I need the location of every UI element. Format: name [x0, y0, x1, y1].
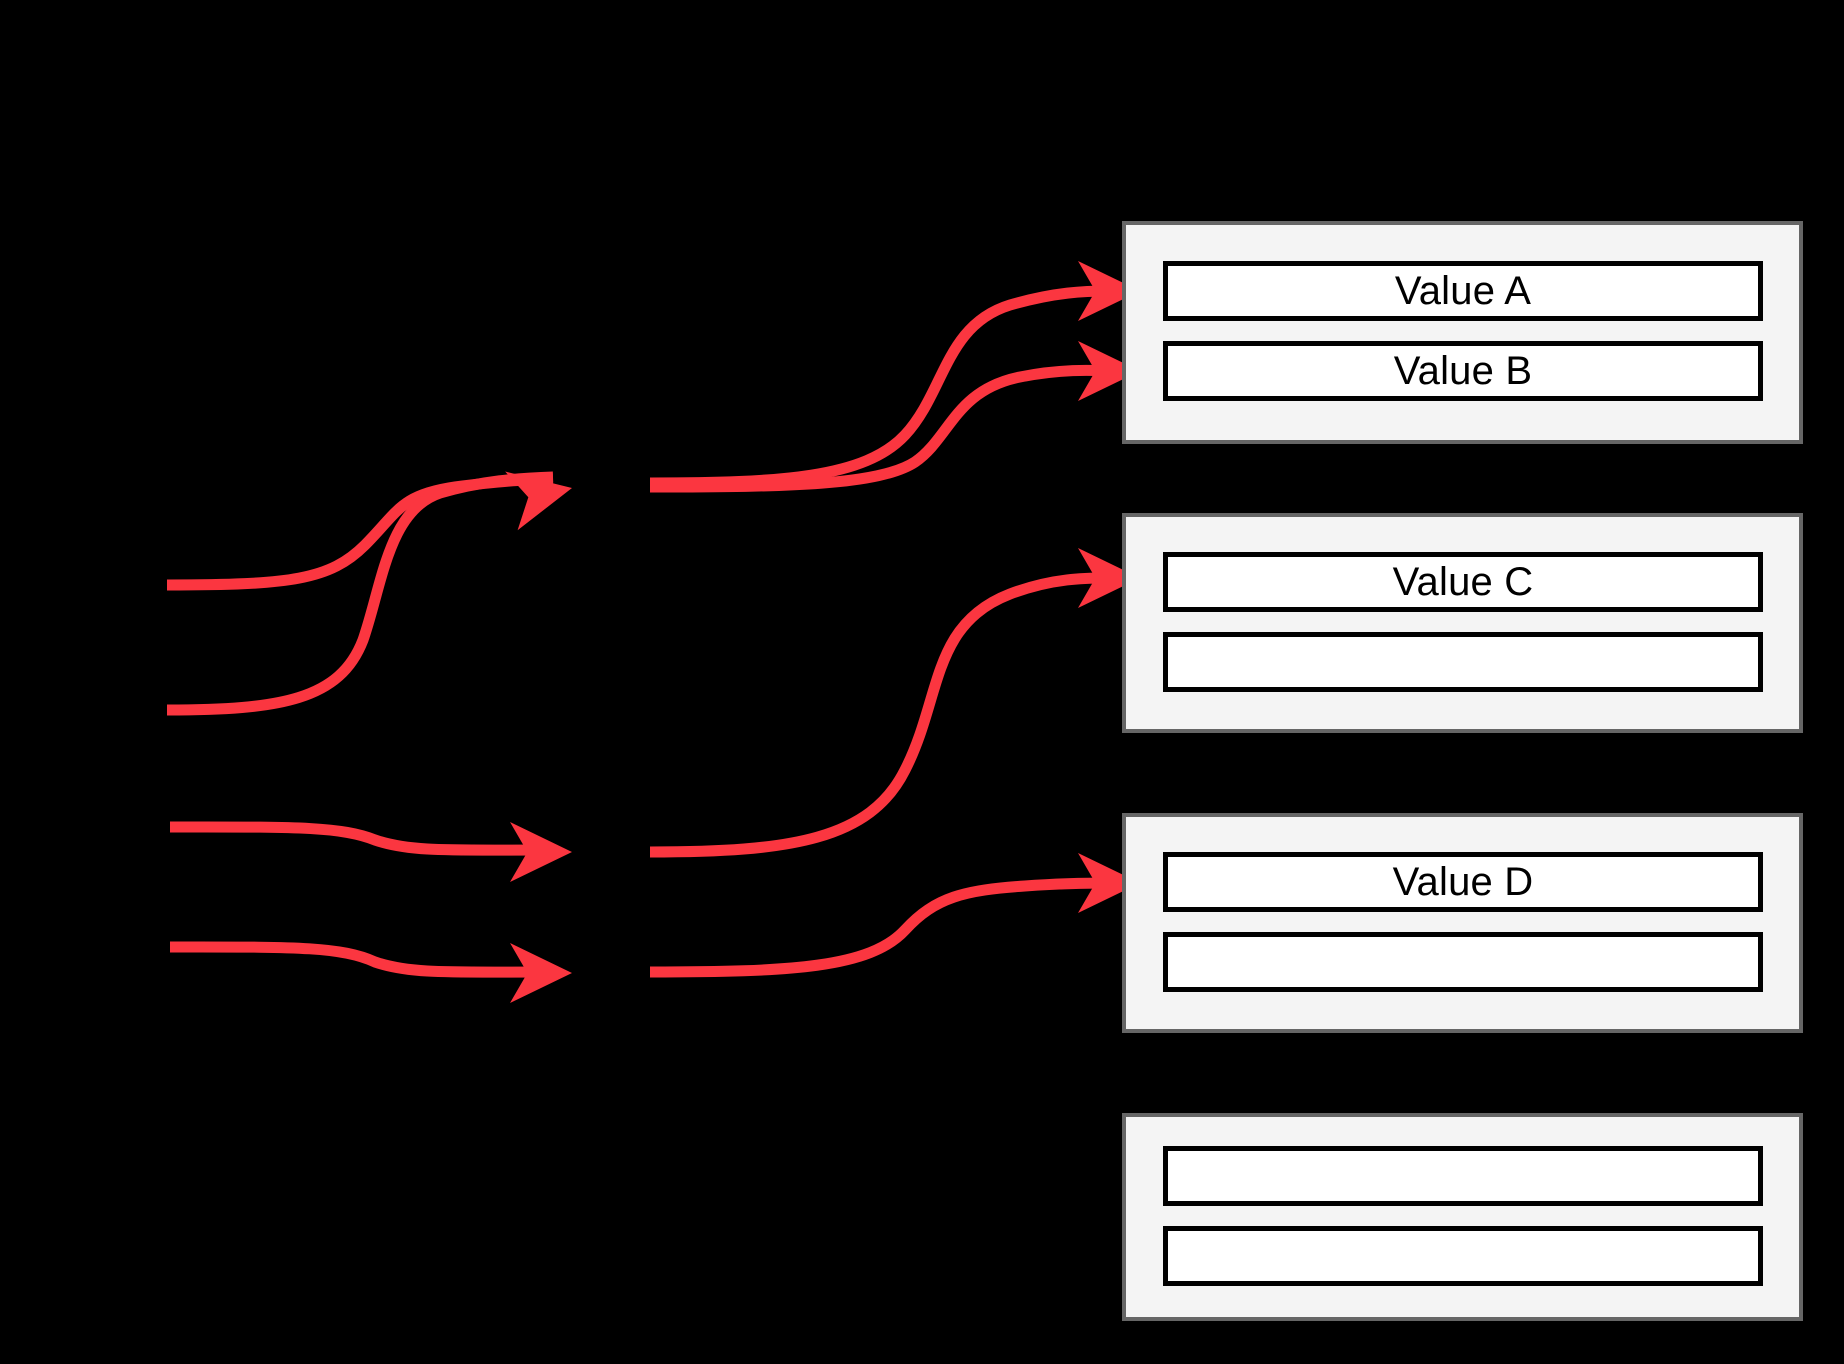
panel-1[interactable]	[1122, 221, 1803, 444]
slot-value-b[interactable]: Value B	[1163, 341, 1763, 401]
slot-value-d[interactable]: Value D	[1163, 852, 1763, 912]
edge-in-upper-b-arrowhead	[505, 471, 572, 531]
edge-in-mid	[169, 821, 572, 882]
slot-value-d-label: Value D	[1392, 860, 1534, 904]
slot-empty-4[interactable]	[1163, 1226, 1763, 1286]
slot-value-b-label: Value B	[1393, 349, 1533, 393]
slot-value-c-label: Value C	[1392, 560, 1534, 604]
slot-empty-1[interactable]	[1163, 632, 1763, 692]
edge-in-upper-b	[166, 471, 572, 716]
edge-in-mid-arrowhead	[510, 822, 572, 882]
panel-2[interactable]	[1122, 513, 1803, 733]
edge-out-value-c	[649, 548, 1140, 858]
edge-in-lower	[169, 941, 572, 1003]
slot-value-a[interactable]: Value A	[1163, 261, 1763, 321]
edge-out-value-b	[649, 341, 1140, 493]
slot-value-a-label: Value A	[1394, 269, 1532, 313]
slot-value-c[interactable]: Value C	[1163, 552, 1763, 612]
edge-in-lower-arrowhead	[510, 943, 572, 1003]
edge-out-value-d	[649, 853, 1140, 978]
slot-empty-3[interactable]	[1163, 1146, 1763, 1206]
panel-3[interactable]	[1122, 813, 1803, 1033]
panel-4[interactable]	[1122, 1113, 1803, 1321]
edge-out-value-a	[649, 261, 1140, 489]
edge-in-upper-a	[166, 473, 554, 591]
slot-empty-2[interactable]	[1163, 932, 1763, 992]
